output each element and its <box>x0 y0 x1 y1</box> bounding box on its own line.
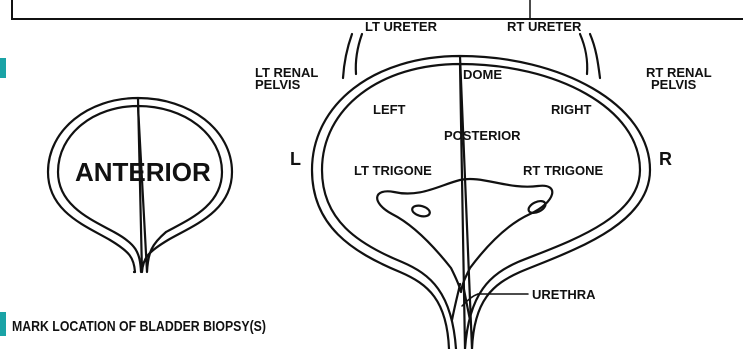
biopsy-location-instruction: MARK LOCATION OF BLADDER BIOPSY(S) <box>12 318 266 335</box>
rt-ureteral-orifice <box>527 199 548 216</box>
bladder-outer-wall[interactable] <box>312 56 650 349</box>
label-dome: DOME <box>463 67 502 82</box>
rt-ureter-tube <box>590 34 600 78</box>
label-left: LEFT <box>373 102 406 117</box>
label-side-l: L <box>290 149 301 169</box>
label-right: RIGHT <box>551 102 592 117</box>
lt-ureteral-orifice <box>411 204 431 218</box>
label-lt-ureter: LT URETER <box>365 19 438 34</box>
label-rt-trigone: RT TRIGONE <box>523 163 603 178</box>
label-urethra: URETHRA <box>532 287 596 302</box>
label-side-r: R <box>659 149 672 169</box>
label-anterior: ANTERIOR <box>75 157 211 187</box>
label-rt-ureter: RT URETER <box>507 19 582 34</box>
lt-ureter-tube <box>343 34 352 78</box>
label-lt-renal-pelvis-2: PELVIS <box>255 77 301 92</box>
label-rt-renal-pelvis-2: PELVIS <box>651 77 697 92</box>
label-lt-trigone: LT TRIGONE <box>354 163 432 178</box>
label-posterior: POSTERIOR <box>444 128 521 143</box>
